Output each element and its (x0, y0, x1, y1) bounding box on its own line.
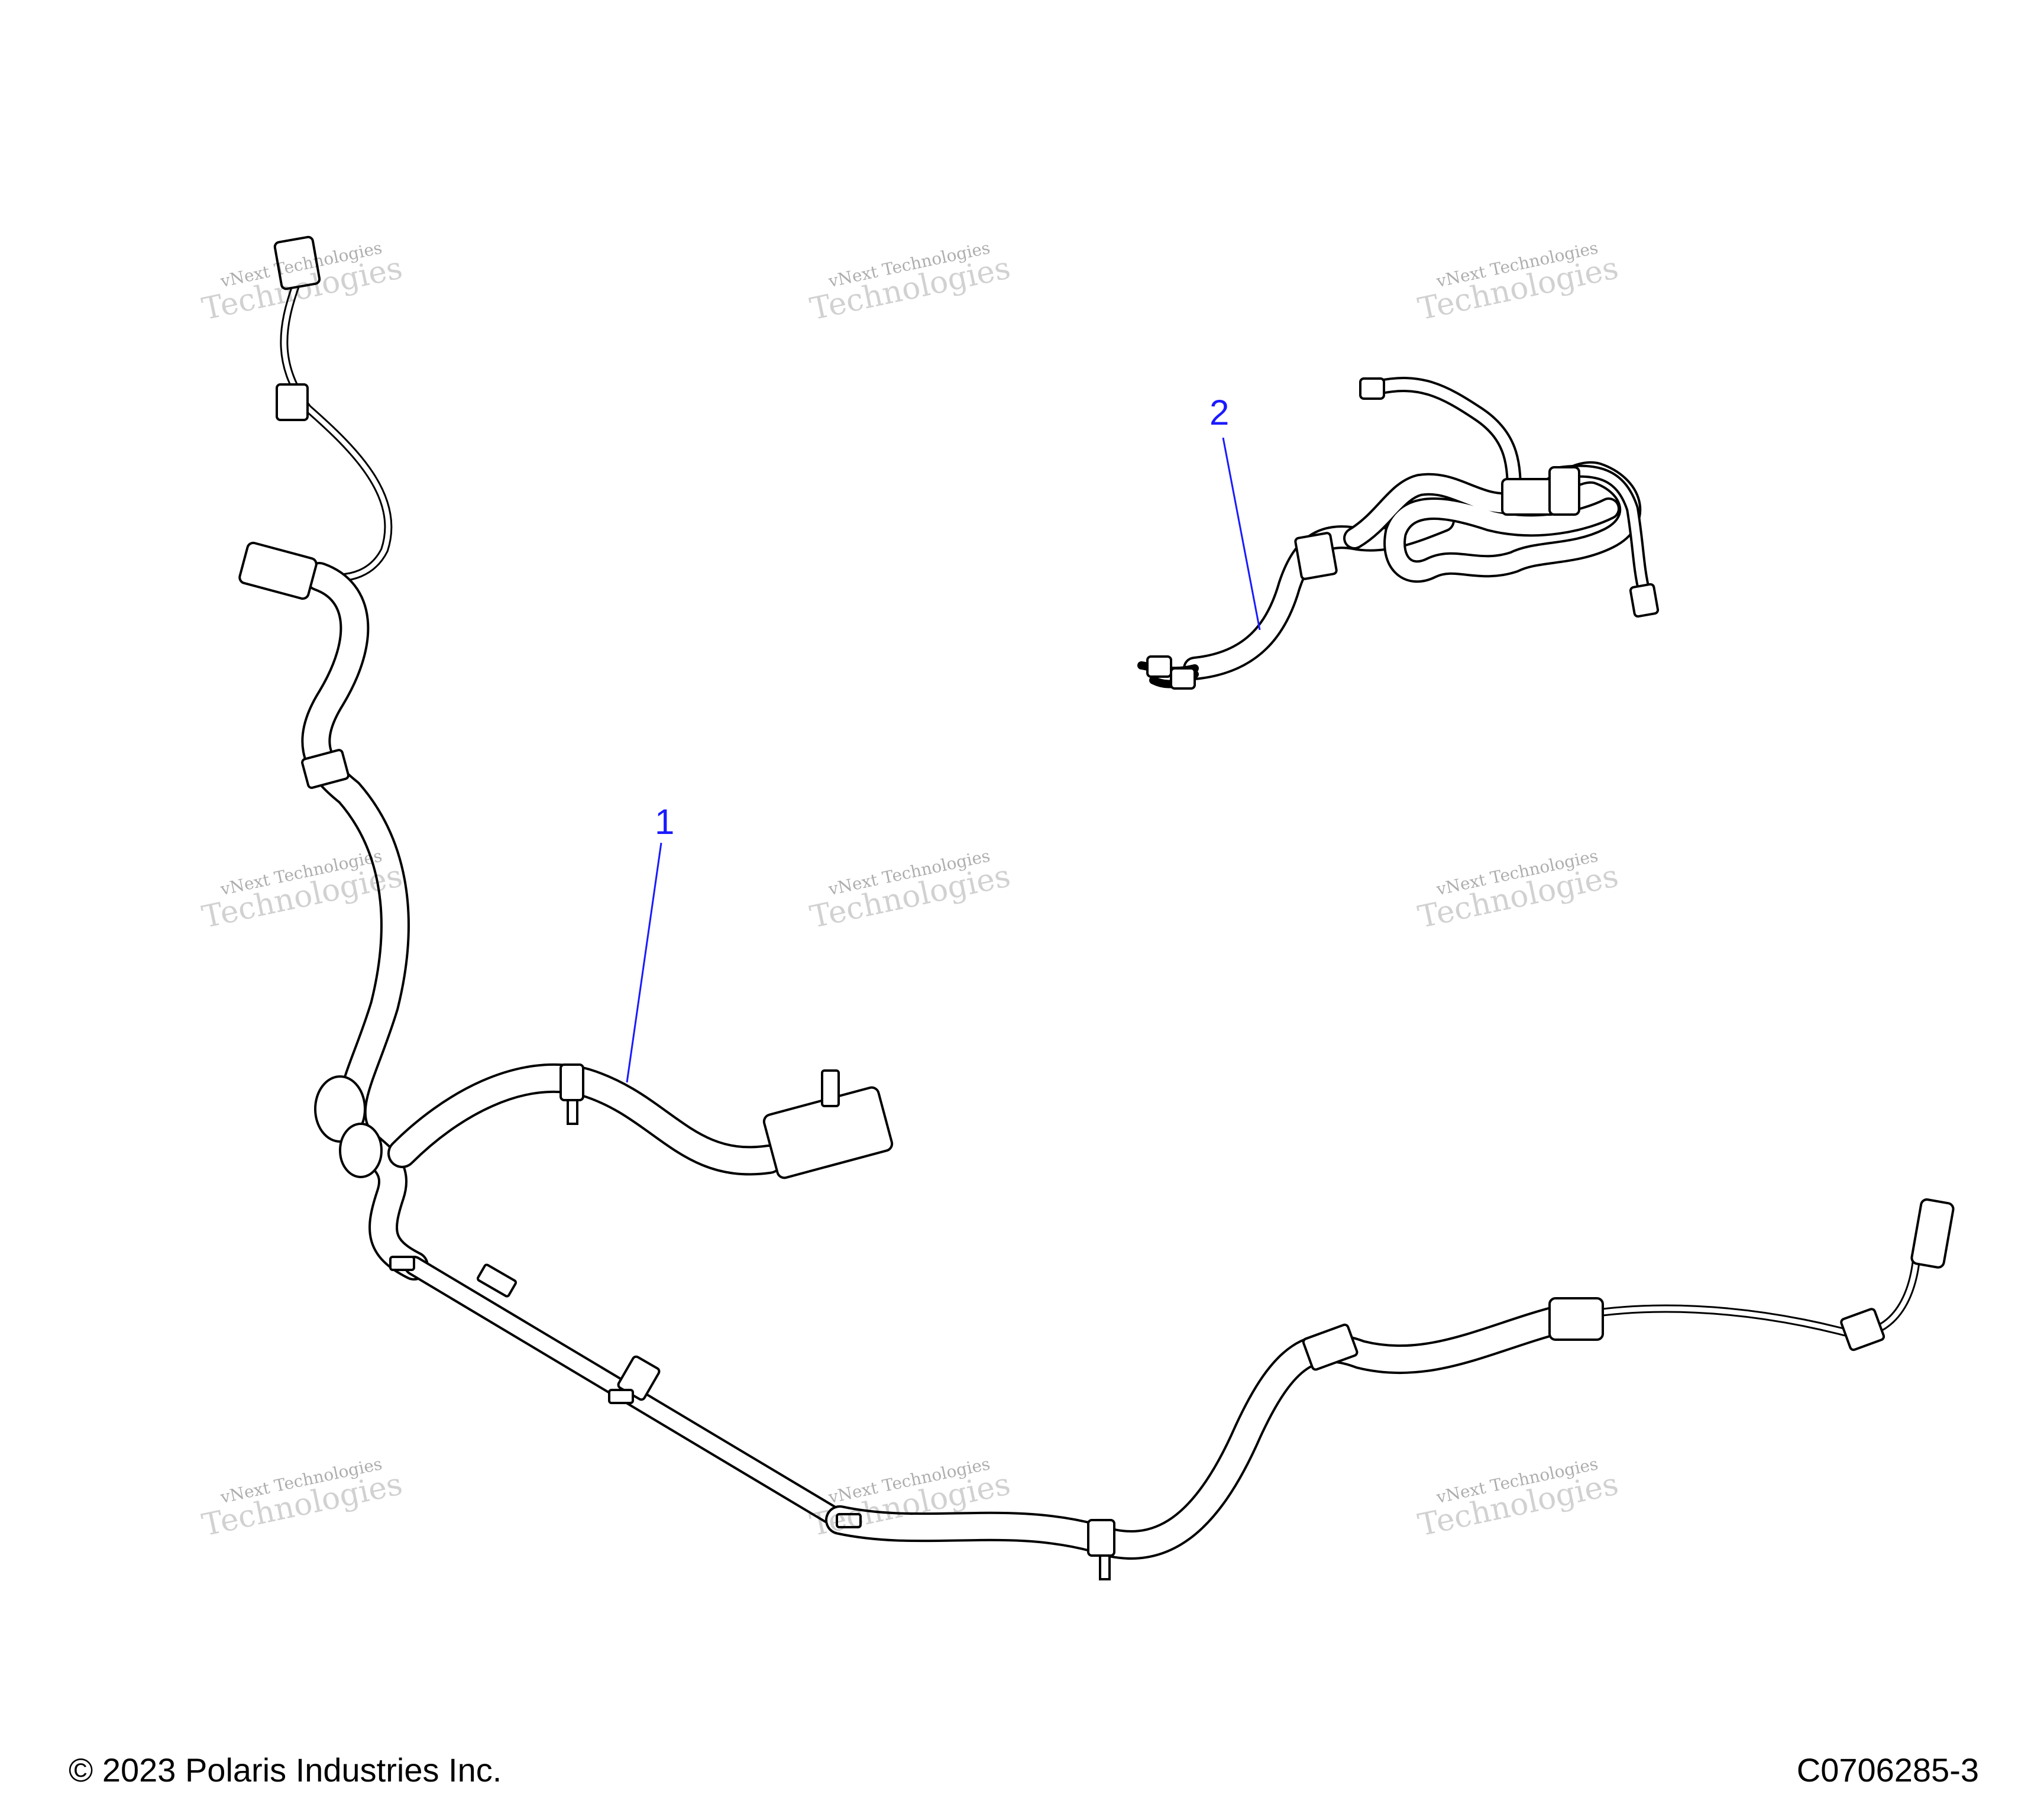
harness-2 (1137, 377, 1660, 690)
copyright-text: © 2023 Polaris Industries Inc. (69, 1751, 502, 1789)
leader-line-1 (626, 842, 662, 1083)
drawing-number: C0706285-3 (1796, 1751, 1979, 1789)
harness-1 (238, 235, 1955, 1580)
callout-part-2[interactable]: 2 (1209, 393, 1230, 432)
leader-line-2 (1222, 437, 1261, 631)
callout-part-1[interactable]: 1 (655, 802, 675, 842)
